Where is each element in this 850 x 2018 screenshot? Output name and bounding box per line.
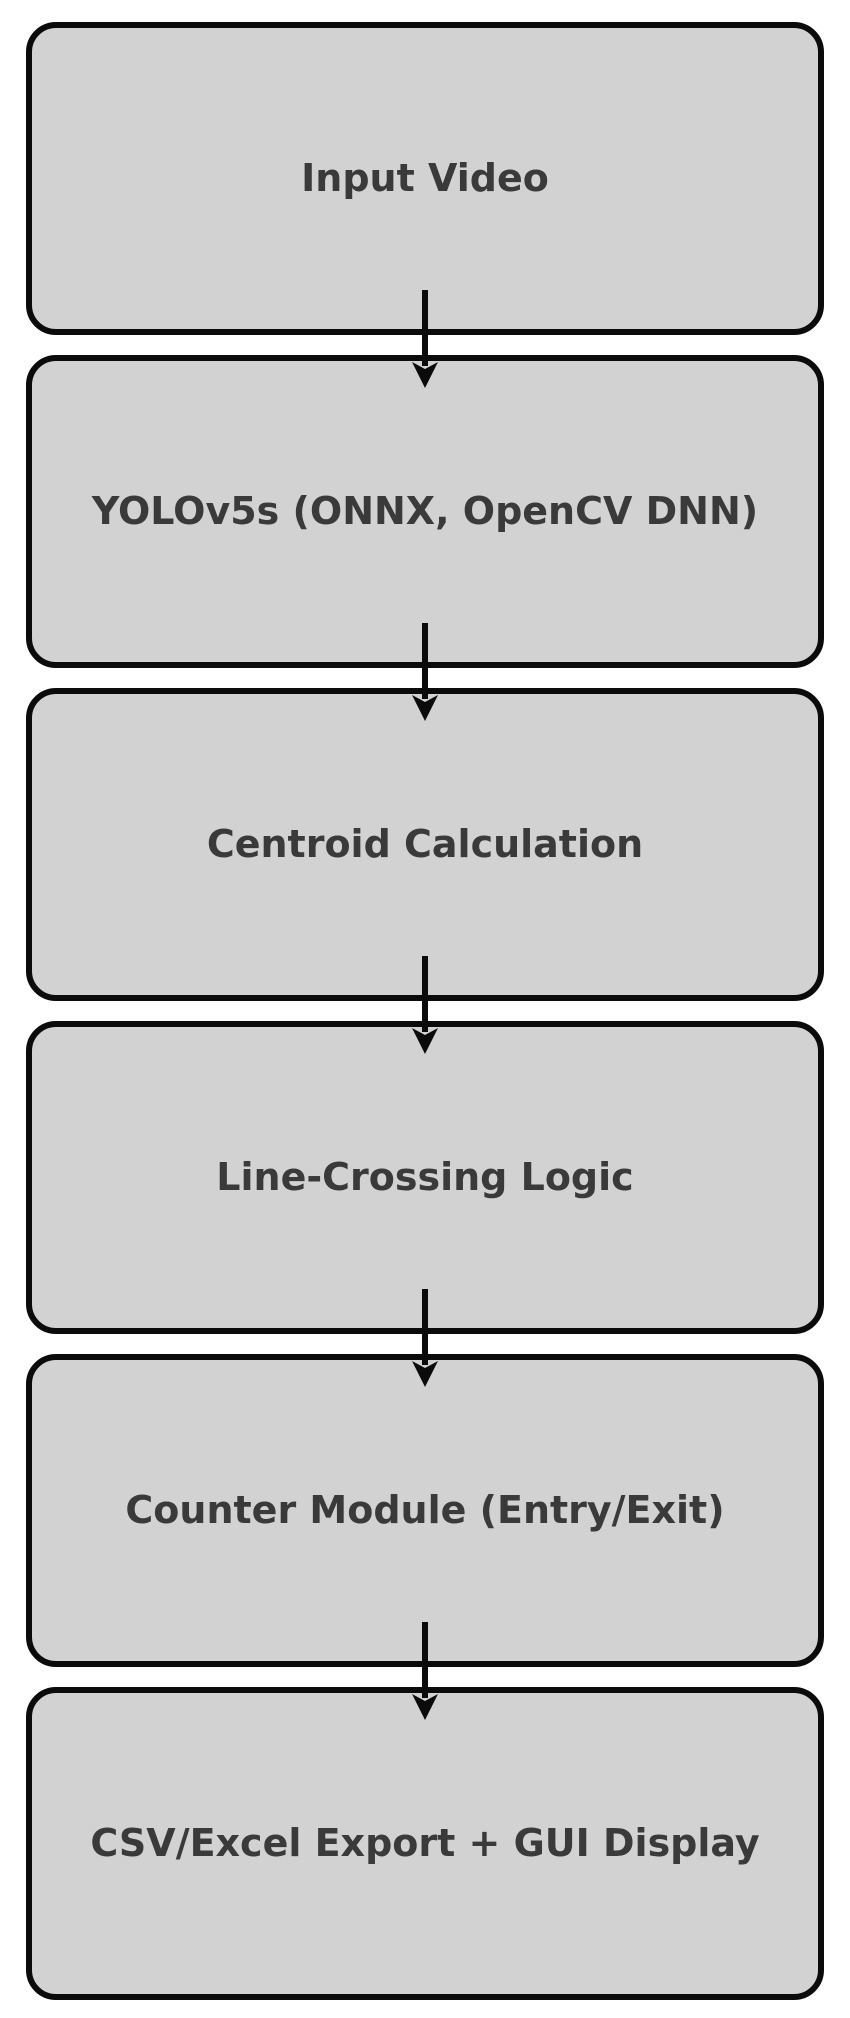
flow-node-centroid-calculation: Centroid Calculation <box>26 688 824 1001</box>
flow-node-label: Line-Crossing Logic <box>216 1154 634 1199</box>
flow-node-counter-module-entry-exit: Counter Module (Entry/Exit) <box>26 1354 824 1667</box>
flow-node-line-crossing-logic: Line-Crossing Logic <box>26 1021 824 1334</box>
flow-node-label: CSV/Excel Export + GUI Display <box>90 1820 760 1865</box>
flow-node-label: Centroid Calculation <box>206 821 644 866</box>
flow-node-yolov5s-onnx-opencv-dnn: YOLOv5s (ONNX, OpenCV DNN) <box>26 355 824 668</box>
flow-node-label: Input Video <box>301 155 549 200</box>
flow-node-input-video: Input Video <box>26 22 824 335</box>
flow-node-csv-excel-export-gui-display: CSV/Excel Export + GUI Display <box>26 1687 824 2000</box>
flow-node-label: YOLOv5s (ONNX, OpenCV DNN) <box>91 488 759 533</box>
flow-node-label: Counter Module (Entry/Exit) <box>125 1487 725 1532</box>
